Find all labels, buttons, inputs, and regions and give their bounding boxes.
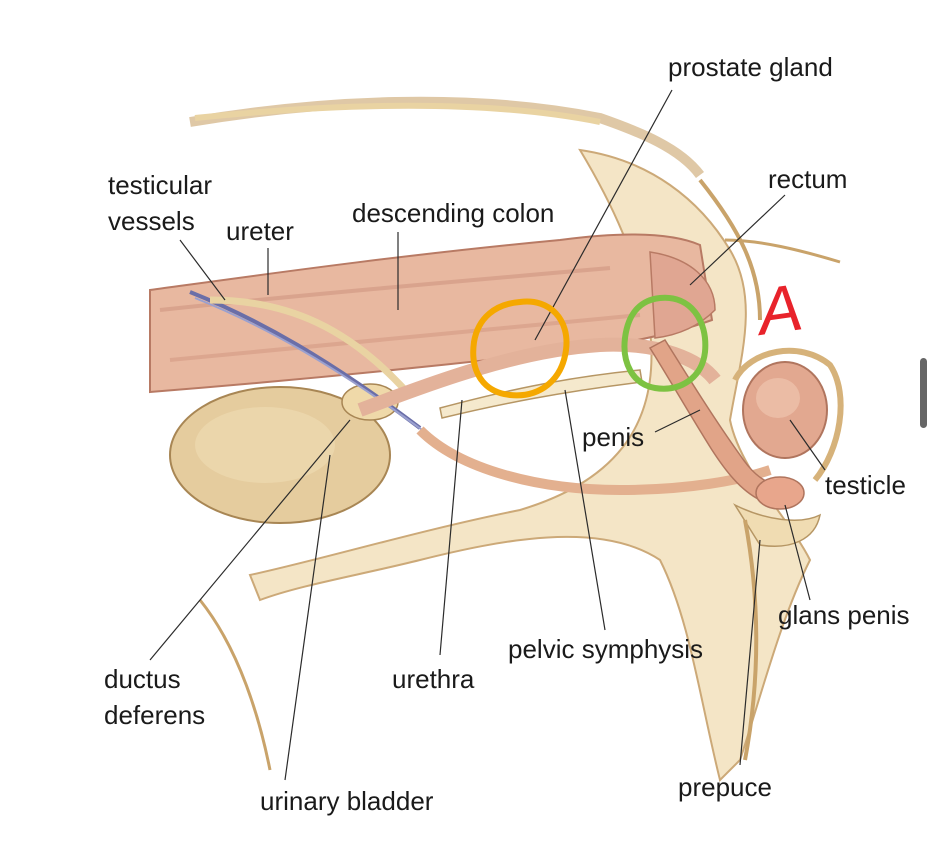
- label-descending-colon: descending colon: [352, 198, 554, 228]
- handwritten-letter-a: A: [749, 269, 807, 349]
- label-rectum: rectum: [768, 164, 847, 194]
- label-testicle: testicle: [825, 470, 906, 500]
- label-penis: penis: [582, 422, 644, 452]
- glans-shape: [755, 476, 805, 510]
- ureter-shape: [209, 296, 408, 393]
- label-pelvic-symphysis: pelvic symphysis: [508, 634, 703, 664]
- orange-highlight-circle: [470, 298, 570, 399]
- label-prostate-gland: prostate gland: [668, 52, 833, 82]
- labels: prostate gland rectum testicular vessels…: [104, 52, 910, 816]
- urethra-shape: [357, 337, 721, 417]
- label-ductus-deferens-line1: ductus: [104, 664, 181, 694]
- scrollbar[interactable]: [920, 358, 927, 428]
- label-ductus-deferens-line2: deferens: [104, 700, 205, 730]
- prepuce-shape: [732, 503, 822, 547]
- scrotum-outline: [732, 347, 844, 482]
- label-prepuce: prepuce: [678, 772, 772, 802]
- label-testicular-vessels-line1: testicular: [108, 170, 212, 200]
- leader-lines: [149, 89, 826, 781]
- green-highlight-circle: [621, 294, 709, 392]
- label-urinary-bladder: urinary bladder: [260, 786, 434, 816]
- annotations: A: [470, 269, 807, 399]
- label-urethra: urethra: [392, 664, 475, 694]
- label-testicular-vessels-line2: vessels: [108, 206, 195, 236]
- label-ureter: ureter: [226, 216, 294, 246]
- label-glans-penis: glans penis: [778, 600, 910, 630]
